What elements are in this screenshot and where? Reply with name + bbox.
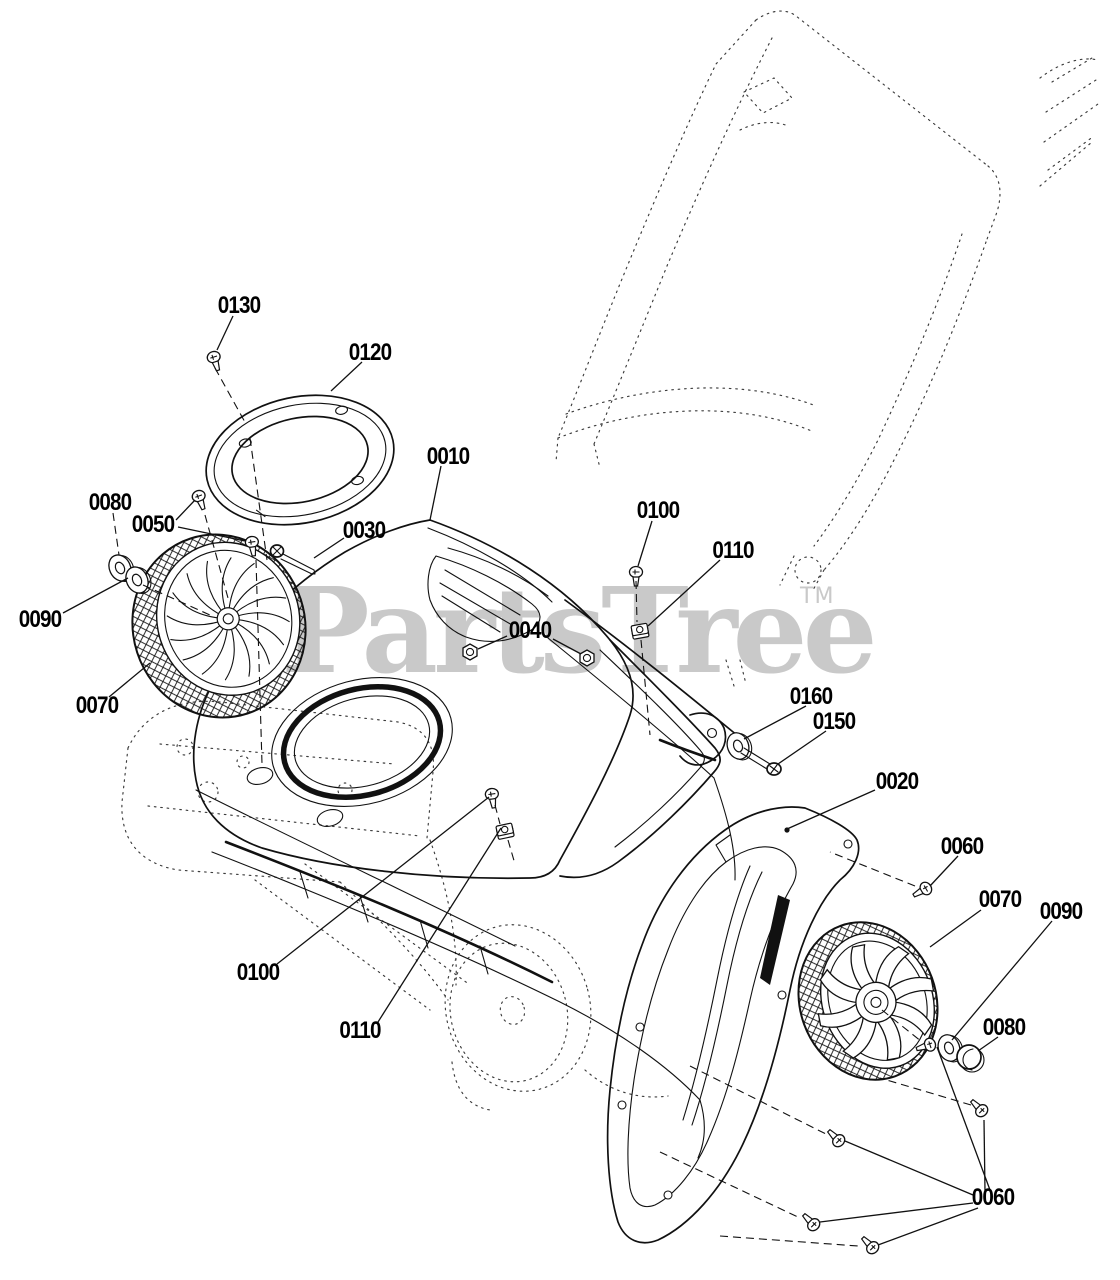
bolt-0030 xyxy=(269,544,316,575)
right-wheel xyxy=(797,921,939,1081)
watermark-text: PartsTree xyxy=(281,561,878,700)
belt-cover xyxy=(606,806,860,1244)
watermark-tm: TM xyxy=(800,584,835,609)
screw-0060-5 xyxy=(857,1232,882,1257)
leader-lines xyxy=(62,315,1053,1246)
nut-0040-a xyxy=(462,643,478,661)
screw-0050-a xyxy=(190,488,211,513)
screw-0060-3 xyxy=(823,1125,848,1150)
nut-0110-upper xyxy=(630,622,650,640)
screw-0060-4 xyxy=(798,1209,823,1234)
nut-0040-b xyxy=(579,649,595,667)
assembly-dash-lines xyxy=(112,367,972,1247)
deck-rear-panel xyxy=(195,789,705,1159)
ghost-wheel xyxy=(444,924,592,1092)
left-wheel xyxy=(131,533,307,719)
bolt-0150 xyxy=(740,747,782,776)
frame-bracket xyxy=(547,599,739,881)
ghost-lower-frame xyxy=(121,700,669,1111)
screw-0060-1 xyxy=(909,879,935,902)
ghost-handle-assembly xyxy=(555,10,1099,687)
right-hubcap-0080 xyxy=(956,1044,985,1073)
retainer-ring xyxy=(205,394,395,526)
screw-0060-2 xyxy=(966,1095,991,1120)
top-cover xyxy=(192,519,721,880)
